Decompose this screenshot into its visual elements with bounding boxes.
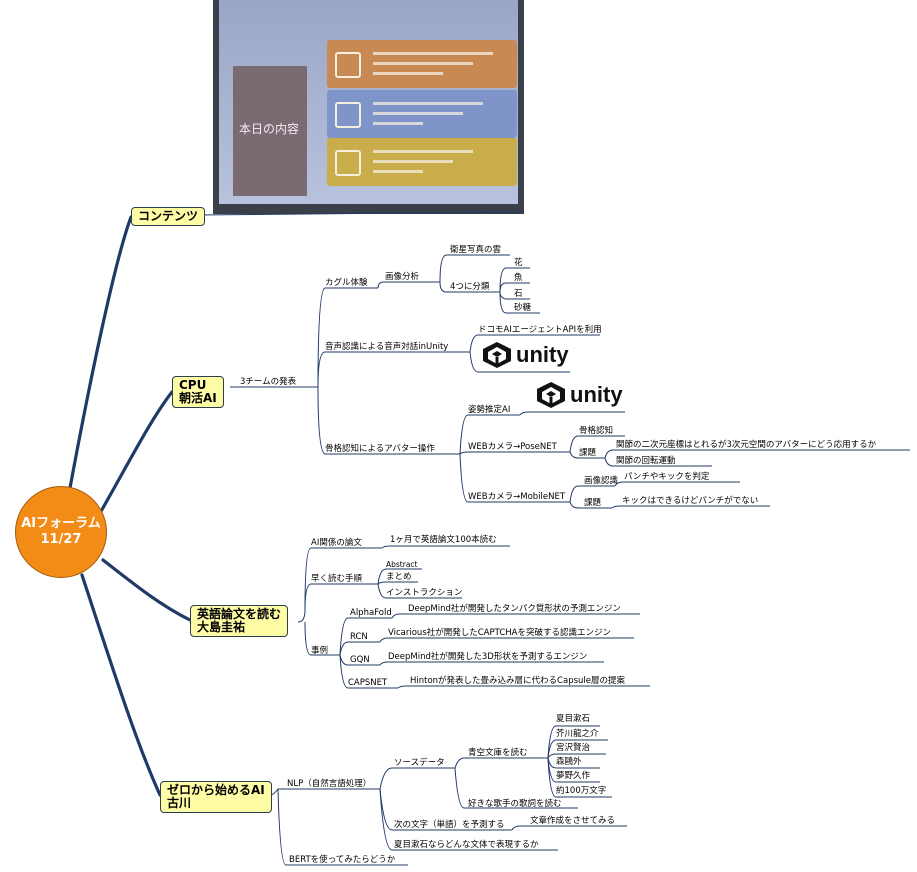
- node-examples[interactable]: 事例: [311, 646, 329, 656]
- node-capsnet-desc[interactable]: Hintonが発表した畳み込み層に代わるCapsule層の提案: [410, 676, 626, 686]
- unity-logo-1: unity: [482, 341, 569, 369]
- node-rcn[interactable]: RCN: [350, 632, 368, 642]
- topic-contents-label: コンテンツ: [138, 209, 199, 223]
- node-fast-read[interactable]: 早く読む手順: [311, 574, 363, 584]
- node-aozora[interactable]: 青空文庫を読む: [468, 748, 528, 758]
- slide-title: 本日の内容: [239, 122, 300, 136]
- node-four-class[interactable]: 4つに分類: [450, 282, 490, 292]
- unity-logo-2: unity: [536, 381, 623, 409]
- node-capsnet[interactable]: CAPSNET: [348, 678, 388, 688]
- node-hundred-papers[interactable]: 1ヶ月で英語論文100本読む: [390, 535, 497, 545]
- central-date: 11/27: [40, 532, 82, 547]
- slide-title-box: 本日の内容: [233, 66, 307, 196]
- slide-band-yellow: [327, 138, 517, 186]
- node-nlp[interactable]: NLP（自然言語処理）: [287, 779, 372, 789]
- node-compose[interactable]: 文章作成をさせてみる: [530, 816, 616, 826]
- projector-screen: 本日の内容: [219, 0, 518, 204]
- node-rcn-desc[interactable]: Vicarious社が開発したCAPTCHAを突破する認識エンジン: [388, 628, 611, 638]
- topic-english-line2: 大島圭祐: [197, 620, 246, 634]
- central-title: AIフォーラム: [21, 516, 101, 531]
- node-gqn-desc[interactable]: DeepMind社が開発した3D形状を予測するエンジン: [388, 652, 588, 662]
- node-million-chars[interactable]: 約100万文字: [556, 786, 607, 796]
- node-image-recog[interactable]: 画像認識: [584, 476, 619, 486]
- node-flower[interactable]: 花: [514, 258, 523, 268]
- topic-cpu[interactable]: CPU 朝活AI: [172, 376, 224, 408]
- topic-cpu-line2: 朝活AI: [179, 391, 217, 405]
- node-mori[interactable]: 森鷗外: [556, 757, 582, 767]
- topic-ai-from-zero[interactable]: ゼロから始めるAI 古川: [160, 781, 272, 813]
- node-bone-avatar[interactable]: 骨格認知によるアバター操作: [325, 444, 435, 454]
- topic-english-line1: 英語論文を読む: [197, 607, 282, 621]
- node-issue-1[interactable]: 課題: [579, 448, 597, 458]
- node-bone-recog[interactable]: 骨格認知: [579, 426, 614, 436]
- unity-cube-icon: [483, 342, 511, 368]
- node-docomo[interactable]: ドコモAIエージェントAPIを利用: [478, 325, 602, 335]
- node-summary[interactable]: まとめ: [386, 572, 412, 582]
- node-abstract[interactable]: Abstract: [386, 560, 418, 569]
- node-ai-papers[interactable]: AI関係の論文: [311, 538, 362, 548]
- slide-photo: 本日の内容: [213, 0, 524, 214]
- unity-cube-icon: [537, 382, 565, 408]
- node-yumeno[interactable]: 夢野久作: [556, 771, 591, 781]
- central-topic[interactable]: AIフォーラム 11/27: [15, 486, 107, 578]
- topic-zero-line1: ゼロから始めるAI: [167, 783, 265, 797]
- node-source-data[interactable]: ソースデータ: [394, 758, 445, 768]
- node-teams[interactable]: 3チームの発表: [240, 377, 297, 387]
- node-alphafold-desc[interactable]: DeepMind社が開発したタンパク質形状の予測エンジン: [408, 604, 621, 614]
- node-kick-only[interactable]: キックはできるけどパンチがでない: [622, 496, 759, 506]
- node-punch-kick[interactable]: パンチやキックを判定: [624, 472, 710, 482]
- node-akutagawa[interactable]: 芥川龍之介: [556, 729, 599, 739]
- unity-text-1: unity: [516, 342, 569, 367]
- node-soseki-style[interactable]: 夏目漱石ならどんな文体で表現するか: [394, 840, 539, 850]
- node-bert[interactable]: BERTを使ってみたらどうか: [289, 855, 396, 865]
- node-posenet[interactable]: WEBカメラ→PoseNET: [468, 442, 557, 452]
- presentation-icon: [335, 102, 361, 128]
- slide-band-orange: [327, 40, 517, 88]
- topic-contents[interactable]: コンテンツ: [131, 207, 206, 226]
- node-soseki[interactable]: 夏目漱石: [556, 714, 591, 724]
- node-sugar[interactable]: 砂糖: [514, 303, 532, 313]
- node-joint[interactable]: 関節の二次元座標はとれるが3次元空間のアバターにどう応用するか: [616, 440, 877, 450]
- node-stone[interactable]: 石: [514, 289, 523, 299]
- node-voice-dialog[interactable]: 音声認識による音声対話inUnity: [325, 342, 449, 352]
- node-image-analysis[interactable]: 画像分析: [385, 272, 420, 282]
- node-rotation[interactable]: 関節の回転運動: [616, 456, 676, 466]
- node-gqn[interactable]: GQN: [350, 655, 370, 665]
- node-issue-2[interactable]: 課題: [584, 498, 602, 508]
- node-miyazawa[interactable]: 宮沢賢治: [556, 743, 591, 753]
- node-fish[interactable]: 魚: [514, 273, 523, 283]
- topic-zero-line2: 古川: [167, 796, 192, 810]
- unity-text-2: unity: [570, 382, 623, 407]
- node-kaguru[interactable]: カグル体験: [325, 278, 368, 288]
- topic-cpu-line1: CPU: [179, 378, 207, 392]
- node-lyrics[interactable]: 好きな歌手の歌詞を読む: [468, 799, 562, 809]
- slide-band-blue: [327, 90, 517, 138]
- node-intro[interactable]: インストラクション: [386, 588, 463, 598]
- node-satellite[interactable]: 衛星写真の雲: [450, 245, 502, 255]
- node-posture[interactable]: 姿勢推定AI: [468, 405, 511, 415]
- people-icon: [335, 150, 361, 176]
- node-next-char[interactable]: 次の文字（単語）を予測する: [394, 820, 505, 830]
- person-icon: [335, 52, 361, 78]
- topic-english-papers[interactable]: 英語論文を読む 大島圭祐: [190, 605, 289, 637]
- node-mobilenet[interactable]: WEBカメラ→MobileNET: [468, 492, 566, 502]
- node-alphafold[interactable]: AlphaFold: [350, 608, 392, 618]
